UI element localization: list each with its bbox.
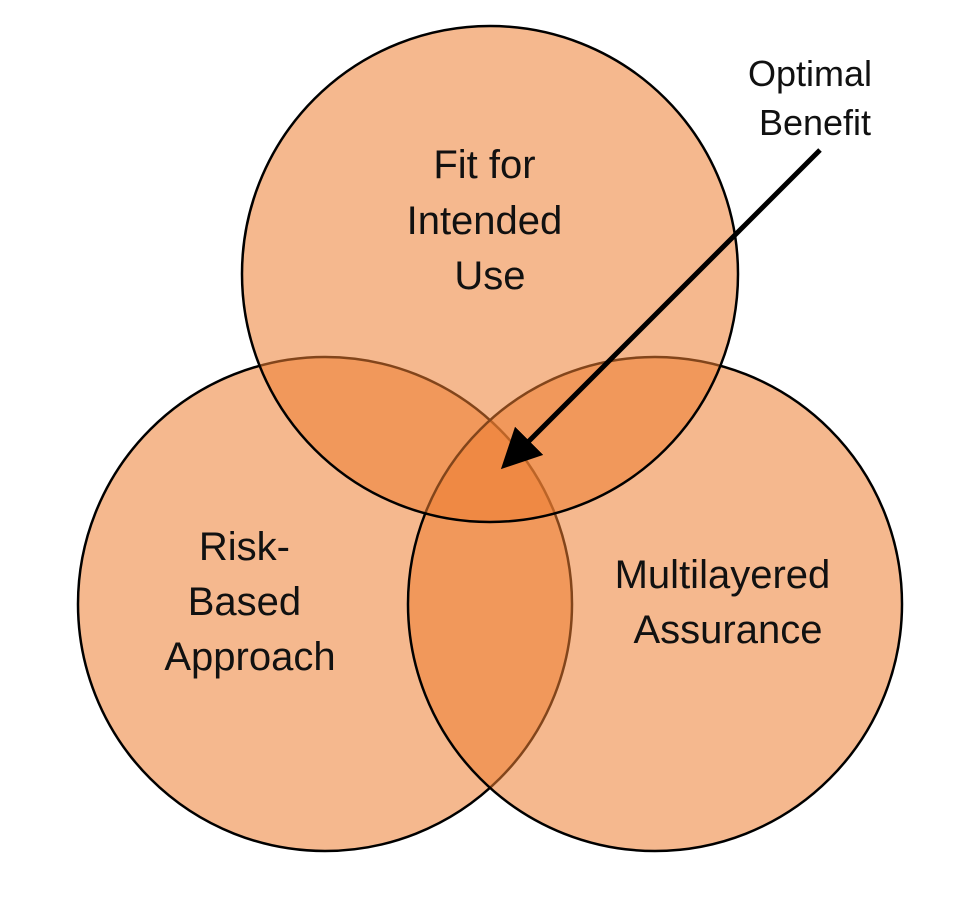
arrow-icon — [500, 148, 822, 470]
callout-optimal-benefit: Optimal Benefit — [748, 53, 882, 143]
label-fit-for-intended-use: Fit for Intended Use — [407, 143, 574, 298]
label-multilayered-assurance: Multilayered Assurance — [615, 553, 842, 652]
label-risk-based-approach: Risk- Based Approach — [164, 525, 335, 679]
circle-fit-for-intended-use — [240, 24, 740, 524]
